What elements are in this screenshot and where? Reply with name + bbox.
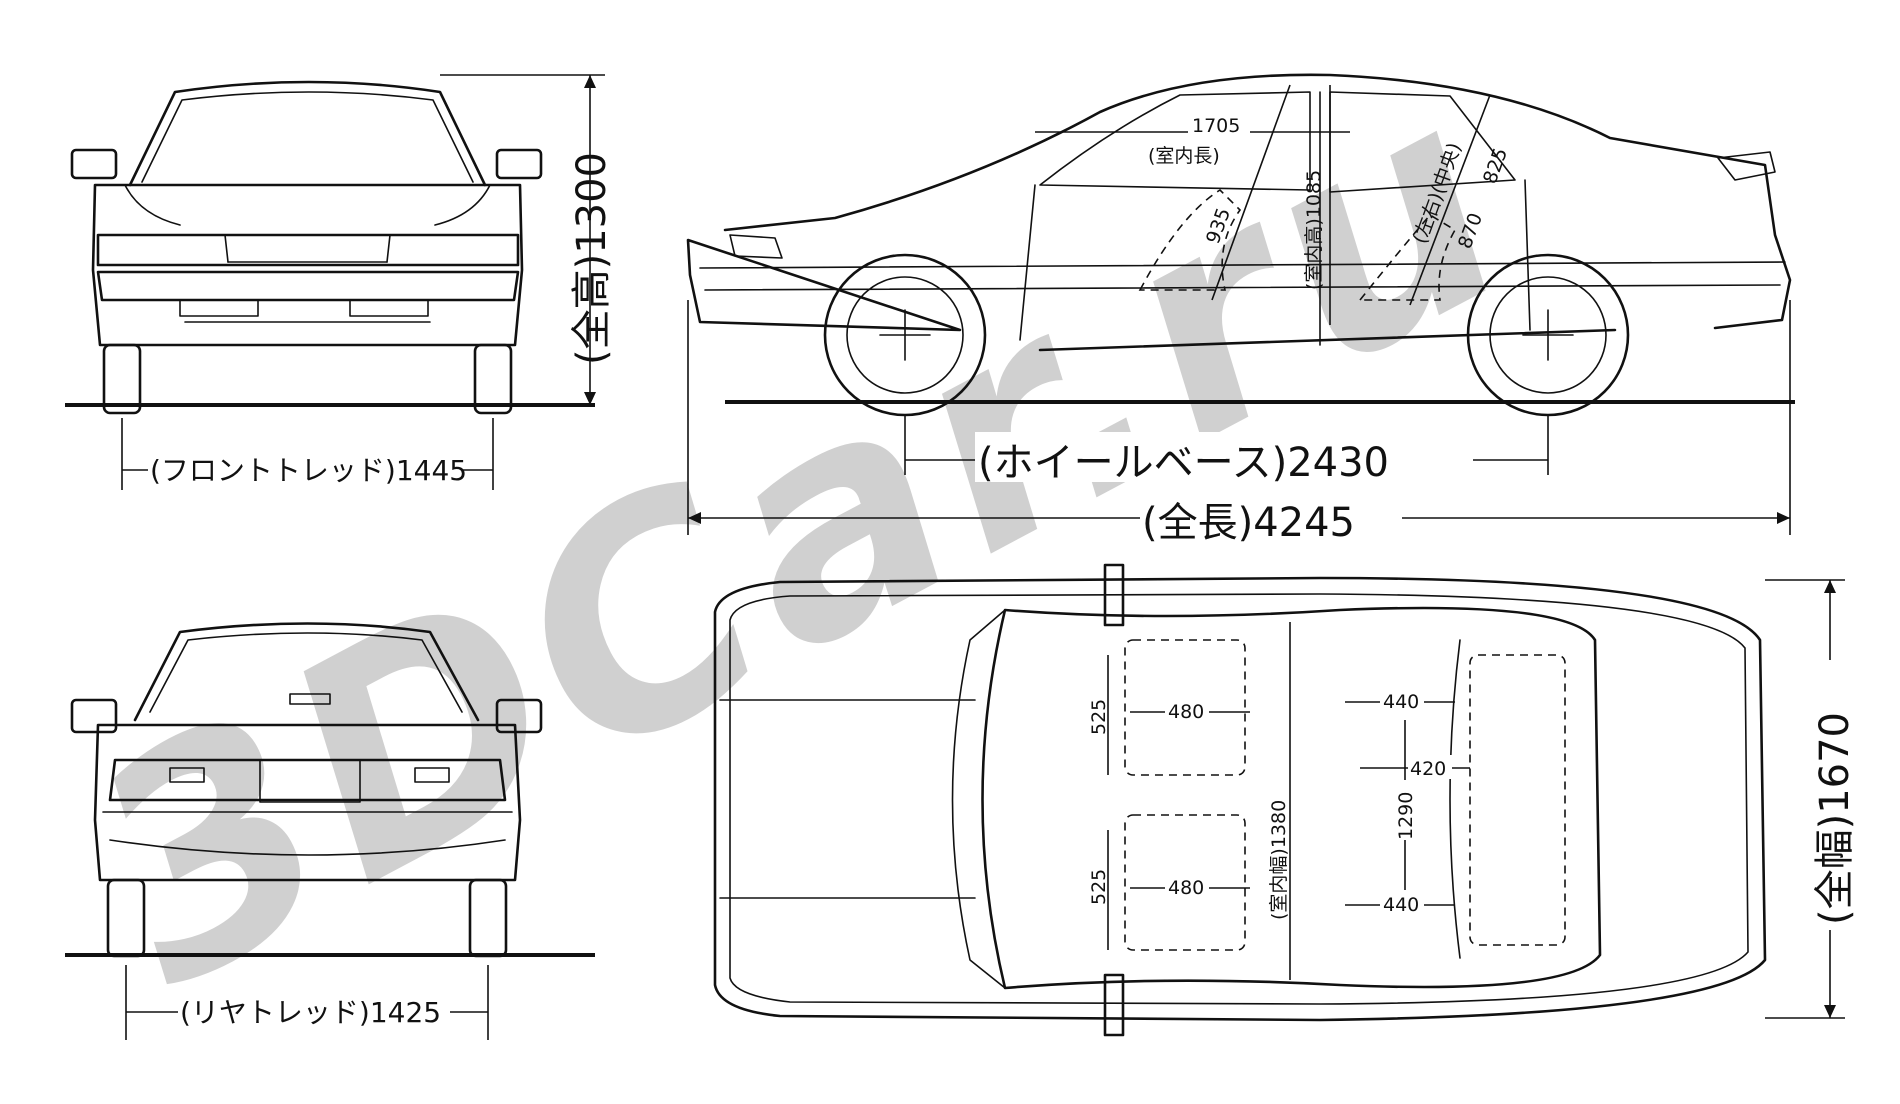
front-headlamp-band	[96, 233, 520, 267]
top-body-outline	[713, 576, 1767, 1022]
top-dim-480-bottom: 480	[1168, 877, 1204, 899]
top-right-mirror	[1103, 973, 1125, 1037]
front-left-tire	[102, 343, 142, 415]
top-front-right-seat	[1124, 814, 1246, 951]
top-dim-420: 420	[1410, 758, 1446, 780]
rear-tail-lamp-band	[108, 758, 507, 802]
front-right-tire	[473, 343, 513, 415]
top-view: 525 525 480 480 (室内幅)1380 440 440 420 12…	[713, 563, 1858, 1037]
top-front-left-seat	[1124, 639, 1246, 776]
top-dim-480-top: 480	[1168, 701, 1204, 723]
front-tread-label: (フロントトレッド)1445	[150, 454, 467, 487]
rear-body	[93, 723, 522, 882]
front-view: (全高)1300 (フロントトレッド)1445	[65, 74, 615, 492]
rear-tread-label: (リヤトレッド)1425	[180, 996, 441, 1029]
top-cabin-width-label: (室内幅)1380	[1268, 800, 1290, 920]
top-dim-525-top: 525	[1088, 699, 1110, 735]
rear-left-tire	[106, 878, 146, 958]
side-wheelbase-label: (ホイールベース)2430	[978, 440, 1389, 486]
side-body-outline	[686, 73, 1792, 352]
top-dim-440-bottom: 440	[1383, 894, 1419, 916]
top-roof	[981, 606, 1602, 990]
front-windshield	[128, 80, 487, 187]
rear-right-mirror	[495, 698, 543, 734]
front-right-mirror	[495, 148, 543, 180]
side-length-label: (全長)4245	[1142, 500, 1355, 546]
rear-left-mirror	[70, 698, 118, 734]
side-cabin-length-name: (室内長)	[1148, 145, 1220, 167]
front-body	[91, 183, 524, 347]
top-dim-525-bottom: 525	[1088, 869, 1110, 905]
rear-window	[133, 622, 480, 722]
top-width-label: (全幅)1670	[1812, 712, 1858, 925]
side-front-window	[1039, 91, 1311, 191]
top-left-mirror	[1103, 563, 1125, 627]
side-view: 1705 (室内長) 935 (室内高)1085 (左右)(中央) 870 82…	[686, 73, 1795, 546]
side-cabin-height-label: (室内高)1085	[1303, 170, 1325, 290]
top-rear-seat	[1469, 654, 1566, 946]
rear-view: (リヤトレッド)1425	[65, 622, 595, 1040]
front-left-mirror	[70, 148, 118, 180]
front-bumper	[96, 270, 520, 302]
rear-right-tire	[468, 878, 508, 958]
front-height-label: (全高)1300	[569, 152, 615, 365]
top-dim-1290: 1290	[1395, 792, 1417, 840]
side-front-seat	[1138, 188, 1242, 291]
side-cabin-length-value: 1705	[1192, 115, 1240, 137]
top-dim-440-top: 440	[1383, 691, 1419, 713]
side-rear-spoiler	[1717, 151, 1776, 181]
